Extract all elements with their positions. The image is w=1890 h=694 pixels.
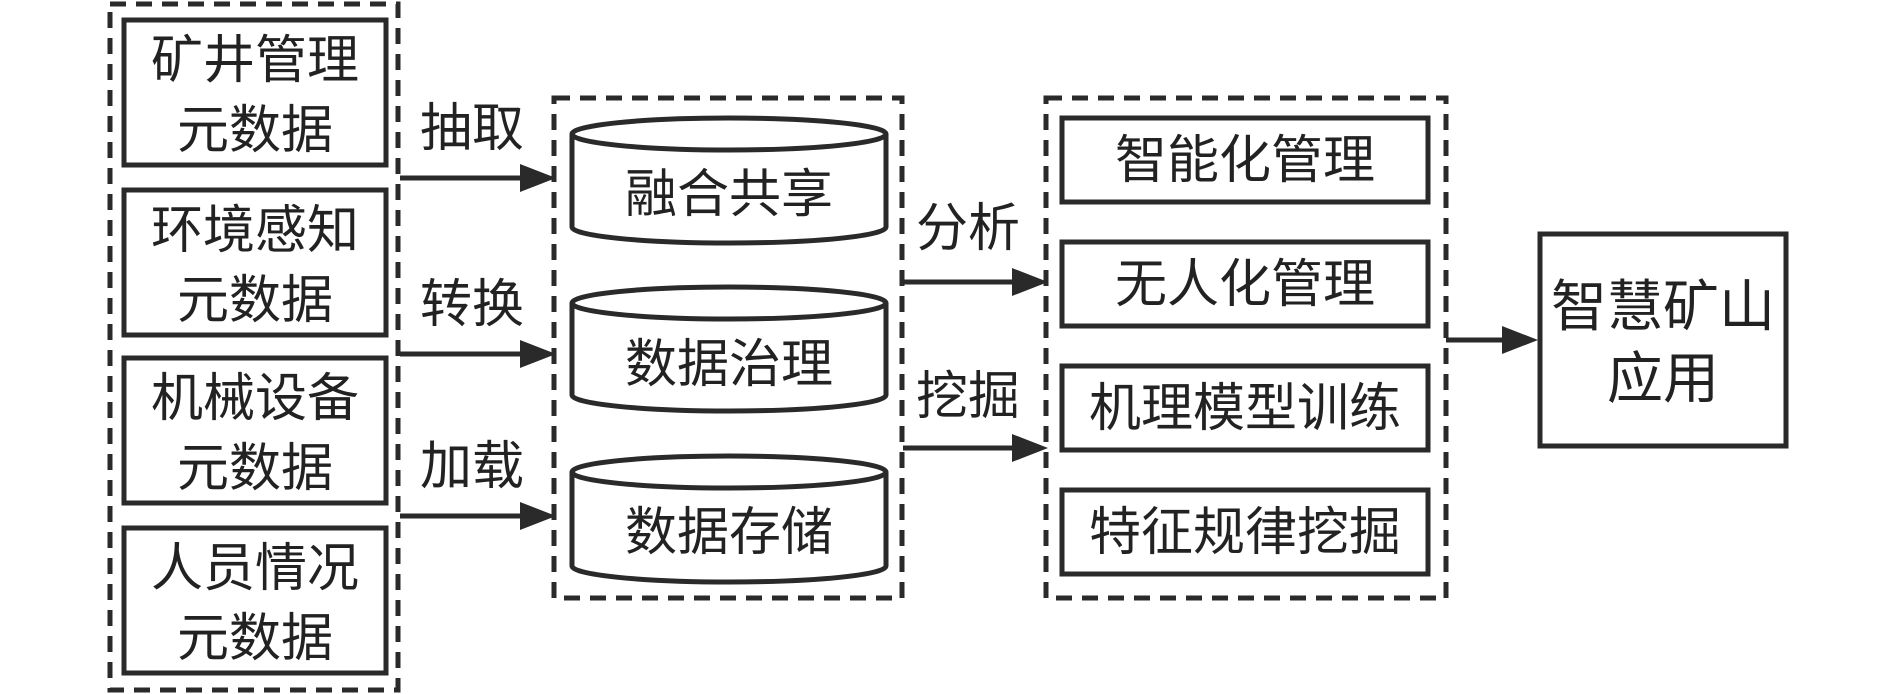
function-box-unmanned-management: 无人化管理: [1059, 239, 1431, 329]
source-box-mine-management: 矿井管理 元数据: [121, 17, 389, 168]
result-label: 智慧矿山: [1551, 275, 1775, 340]
cylinder-data-storage: 数据存储: [569, 453, 889, 585]
source-group-frame: [107, 1, 401, 693]
source-box-personnel: 人员情况 元数据: [121, 525, 389, 676]
process-label-mining: 挖掘: [916, 367, 1020, 427]
function-box-intelligent-management: 智能化管理: [1059, 115, 1431, 205]
source-label: 元数据: [177, 439, 333, 499]
function-label: 特征规律挖掘: [1089, 503, 1401, 563]
function-box-pattern-mining: 特征规律挖掘: [1059, 487, 1431, 577]
storage-label: 数据存储: [625, 503, 833, 563]
storage-label: 数据治理: [625, 335, 833, 395]
function-label: 无人化管理: [1115, 255, 1375, 315]
arrow-analysis: [903, 268, 1048, 296]
etl-label-load: 加载: [420, 437, 524, 497]
storage-group-frame: [551, 95, 905, 601]
source-label: 机械设备: [151, 369, 359, 429]
result-label: 应用: [1607, 347, 1719, 412]
function-label: 智能化管理: [1115, 131, 1375, 191]
source-box-equipment: 机械设备 元数据: [121, 355, 389, 506]
function-box-model-training: 机理模型训练: [1059, 363, 1431, 453]
storage-label: 融合共享: [625, 165, 833, 225]
cylinder-data-governance: 数据治理: [569, 284, 889, 414]
cylinder-fusion-sharing: 融合共享: [569, 115, 889, 246]
source-label: 元数据: [177, 101, 333, 161]
source-label: 环境感知: [151, 201, 359, 261]
arrow-to-application: [1446, 326, 1538, 354]
etl-label-transform: 转换: [420, 275, 524, 335]
source-label: 元数据: [177, 609, 333, 669]
result-box-smart-mine: 智慧矿山 应用: [1537, 231, 1789, 449]
arrow-transform: [400, 340, 556, 368]
arrow-load: [400, 502, 556, 530]
source-box-environment: 环境感知 元数据: [121, 187, 389, 338]
arrow-mining: [903, 434, 1048, 462]
source-label: 元数据: [177, 271, 333, 331]
source-label: 人员情况: [151, 539, 359, 599]
source-label: 矿井管理: [151, 31, 359, 91]
process-label-analysis: 分析: [916, 199, 1020, 259]
function-group-frame: [1043, 95, 1449, 601]
function-label: 机理模型训练: [1089, 379, 1401, 439]
arrow-extract: [400, 164, 556, 192]
etl-label-extract: 抽取: [420, 99, 524, 159]
